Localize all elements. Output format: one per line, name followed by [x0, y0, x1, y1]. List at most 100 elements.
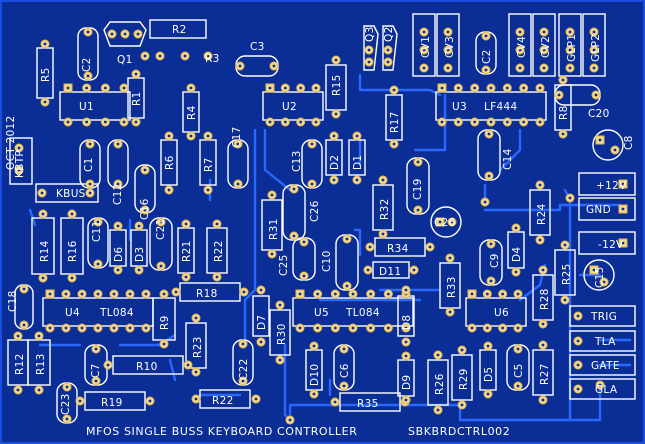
r35-body: [339, 392, 401, 412]
labels: U1 U2 U3 LF444 U4 TL084 U5 TL084 U6 Q1 Q…: [5, 24, 635, 438]
ic-ref-u5: U5: [314, 307, 329, 319]
pad-hole: [576, 314, 580, 318]
ref-r5: R5: [40, 67, 52, 82]
pad-hole: [314, 120, 318, 124]
pad-hole: [332, 178, 336, 182]
output-label-tla: TLA: [594, 336, 616, 348]
pad-hole: [422, 66, 426, 70]
pad-hole: [538, 86, 542, 90]
ref-r24: R24: [536, 203, 548, 225]
r26-body: [427, 359, 449, 406]
pad-hole: [88, 182, 92, 186]
pad-hole: [485, 326, 489, 330]
pad-hole: [484, 34, 488, 38]
pad-hole: [122, 120, 126, 124]
pad-hole: [613, 148, 617, 152]
pad-hole: [66, 86, 70, 90]
pad-hole: [310, 142, 314, 146]
pad-hole: [486, 344, 490, 348]
ref-c15: C15: [594, 266, 606, 288]
pad-hole: [94, 379, 98, 383]
pad-hole: [302, 274, 306, 278]
pad-hole: [41, 212, 45, 216]
power-minus12v-box: [578, 231, 636, 255]
pad-hole: [167, 188, 171, 192]
ref-c12: C12: [112, 183, 124, 205]
ref-r33: R33: [446, 276, 458, 298]
ref-c13: C13: [291, 150, 303, 172]
ref-r1: R1: [131, 91, 143, 106]
pad-hole: [238, 64, 242, 68]
pad-hole: [259, 340, 263, 344]
ref-c24: C25: [278, 254, 290, 276]
pad-hole: [576, 363, 580, 367]
ref-r34: R34: [387, 243, 409, 255]
q3-body: [363, 25, 379, 71]
pad-hole: [144, 292, 148, 296]
pad-hole: [438, 220, 442, 224]
pad-hole: [487, 174, 491, 178]
pad-hole: [270, 193, 274, 197]
pad-hole: [143, 54, 147, 58]
conn-label-cv1: CV1: [420, 36, 432, 58]
conn-cv1: [412, 13, 436, 77]
pad-hole: [561, 78, 565, 82]
pad-hole: [96, 262, 100, 266]
pad-hole: [184, 275, 188, 279]
pad-hole: [123, 32, 127, 36]
pad-hole: [278, 358, 282, 362]
ref-r35: R35: [357, 398, 379, 410]
ref-r23: R23: [192, 336, 204, 358]
copper-traces: [28, 73, 632, 422]
ref-d8: D8: [401, 315, 413, 330]
ref-c10: C10: [321, 250, 333, 272]
pad-hole: [283, 120, 287, 124]
pad-hole: [292, 234, 296, 238]
pad-hole: [518, 30, 522, 34]
pad-hole: [386, 292, 390, 296]
conn-glp2: [582, 13, 606, 77]
pad-hole: [621, 182, 625, 186]
pad-hole: [428, 245, 432, 249]
pad-hole: [215, 275, 219, 279]
pad-hole: [194, 316, 198, 320]
pad-hole: [345, 284, 349, 288]
pad-hole: [404, 340, 408, 344]
power-label-plus12v: +12V: [596, 180, 627, 192]
pad-hole: [159, 220, 163, 224]
ref-r21: R22: [213, 240, 225, 262]
conn-cv3: [436, 13, 460, 77]
pad-hole: [501, 326, 505, 330]
pad-hole: [183, 54, 187, 58]
pad-hole: [538, 183, 542, 187]
ref-c25: C26: [309, 200, 321, 222]
pad-hole: [470, 292, 474, 296]
pad-hole: [489, 120, 493, 124]
pad-hole: [241, 379, 245, 383]
pad-hole: [96, 220, 100, 224]
pad-hole: [43, 100, 47, 104]
pad-hole: [236, 142, 240, 146]
pad-hole: [392, 88, 396, 92]
c15-body: [583, 259, 615, 291]
ref-c18: C18: [7, 290, 19, 312]
ref-r15: R16: [67, 240, 79, 262]
pad-hole: [367, 60, 371, 64]
kbus-box: [35, 183, 99, 203]
pad-hole: [206, 54, 210, 58]
ref-d2: D2: [329, 155, 341, 170]
pad-hole: [561, 132, 565, 136]
ic-ref-u1: U1: [79, 101, 94, 113]
pad-hole: [448, 310, 452, 314]
pad-hole: [259, 288, 263, 292]
pad-hole: [167, 134, 171, 138]
kbus-label: KBUS: [56, 188, 86, 200]
pad-hole: [65, 385, 69, 389]
pad-hole: [366, 268, 370, 272]
pad-hole: [302, 240, 306, 244]
pad-hole: [254, 397, 258, 401]
conn-cv2: [532, 13, 556, 77]
pad-hole: [215, 222, 219, 226]
pad-hole: [112, 292, 116, 296]
pad-hole: [440, 86, 444, 90]
